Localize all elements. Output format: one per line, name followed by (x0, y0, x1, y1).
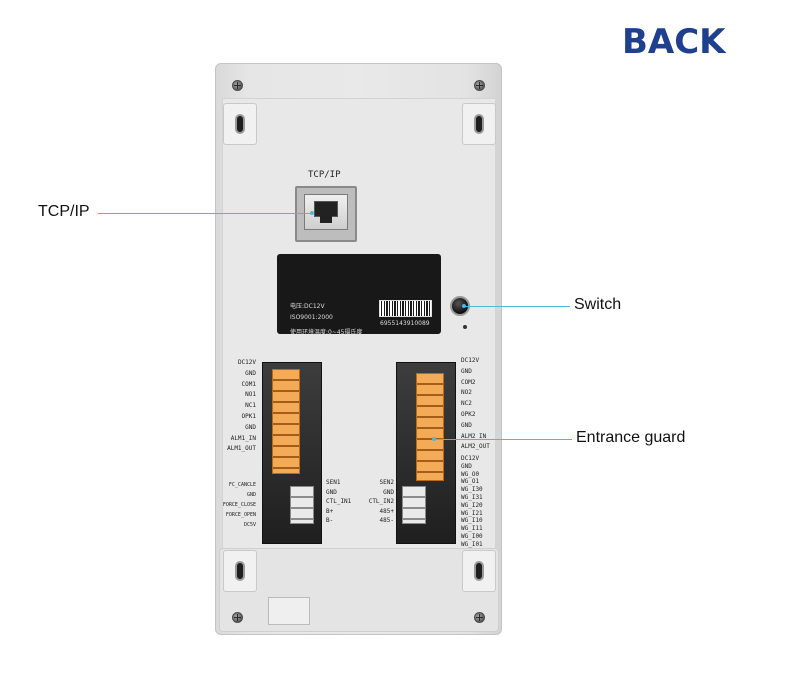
leader-line-switch (464, 306, 570, 307)
center-right-pin-labels: SEN2 GND CTL_IN2 485+ 485- (368, 479, 394, 524)
callout-entrance-guard: Entrance guard (576, 429, 686, 446)
ethernet-port (295, 186, 357, 242)
leader-line-entrance-guard (434, 439, 572, 440)
screw-bottom-right-icon (474, 612, 485, 623)
right-pin-labels-top: DC12V GND COM2 NO2 NC2 OPK2 GND ALM2_IN … (461, 357, 490, 451)
screw-top-left-icon (232, 80, 243, 91)
leader-dot-entrance-guard (432, 437, 436, 441)
leader-dot-tcpip (310, 211, 314, 215)
left-terminal-block (272, 369, 300, 474)
mount-slot-bottom-right (462, 550, 496, 592)
left-pin-labels-top: DC12V GND COM1 NO1 NC1 OPK1 GND ALM1_IN … (227, 359, 256, 453)
barcode-number: 6955143910089 (380, 320, 430, 327)
right-terminal-block (416, 373, 444, 481)
label-temperature: 使用环境温度:0~45摄氏度 (290, 329, 363, 336)
port-label: TCP/IP (308, 170, 341, 180)
barcode (379, 300, 432, 317)
mount-slot-bottom-left (223, 550, 257, 592)
screw-bottom-left-icon (232, 612, 243, 623)
screw-top-right-icon (474, 80, 485, 91)
device-bottom-frame (219, 548, 499, 632)
label-iso: ISO9001:2000 (290, 314, 333, 321)
center-left-pin-labels: SEN1 GND CTL_IN1 B+ B- (326, 479, 352, 524)
indicator-hole (463, 325, 467, 329)
right-small-terminal (402, 486, 426, 524)
left-pin-labels-bottom: FC_CANCLE GND FORCE_CLOSE FORCE_OPEN DC5… (222, 482, 256, 528)
callout-switch: Switch (574, 296, 622, 313)
callout-tcpip: TCP/IP (38, 203, 90, 220)
mount-slot-top-right (462, 103, 496, 145)
right-pin-labels-bottom: DC12V GND WG_O0 WG_O1 WG_I30 WG_I31 WG_I… (461, 455, 483, 548)
left-small-terminal (290, 486, 314, 524)
mount-slot-top-left (223, 103, 257, 145)
back-heading: BACK (622, 22, 726, 62)
cable-notch (268, 597, 310, 625)
leader-line-tcpip (98, 213, 312, 214)
label-voltage: 电压:DC12V (290, 303, 325, 310)
product-label (277, 254, 441, 334)
leader-dot-switch (462, 304, 466, 308)
